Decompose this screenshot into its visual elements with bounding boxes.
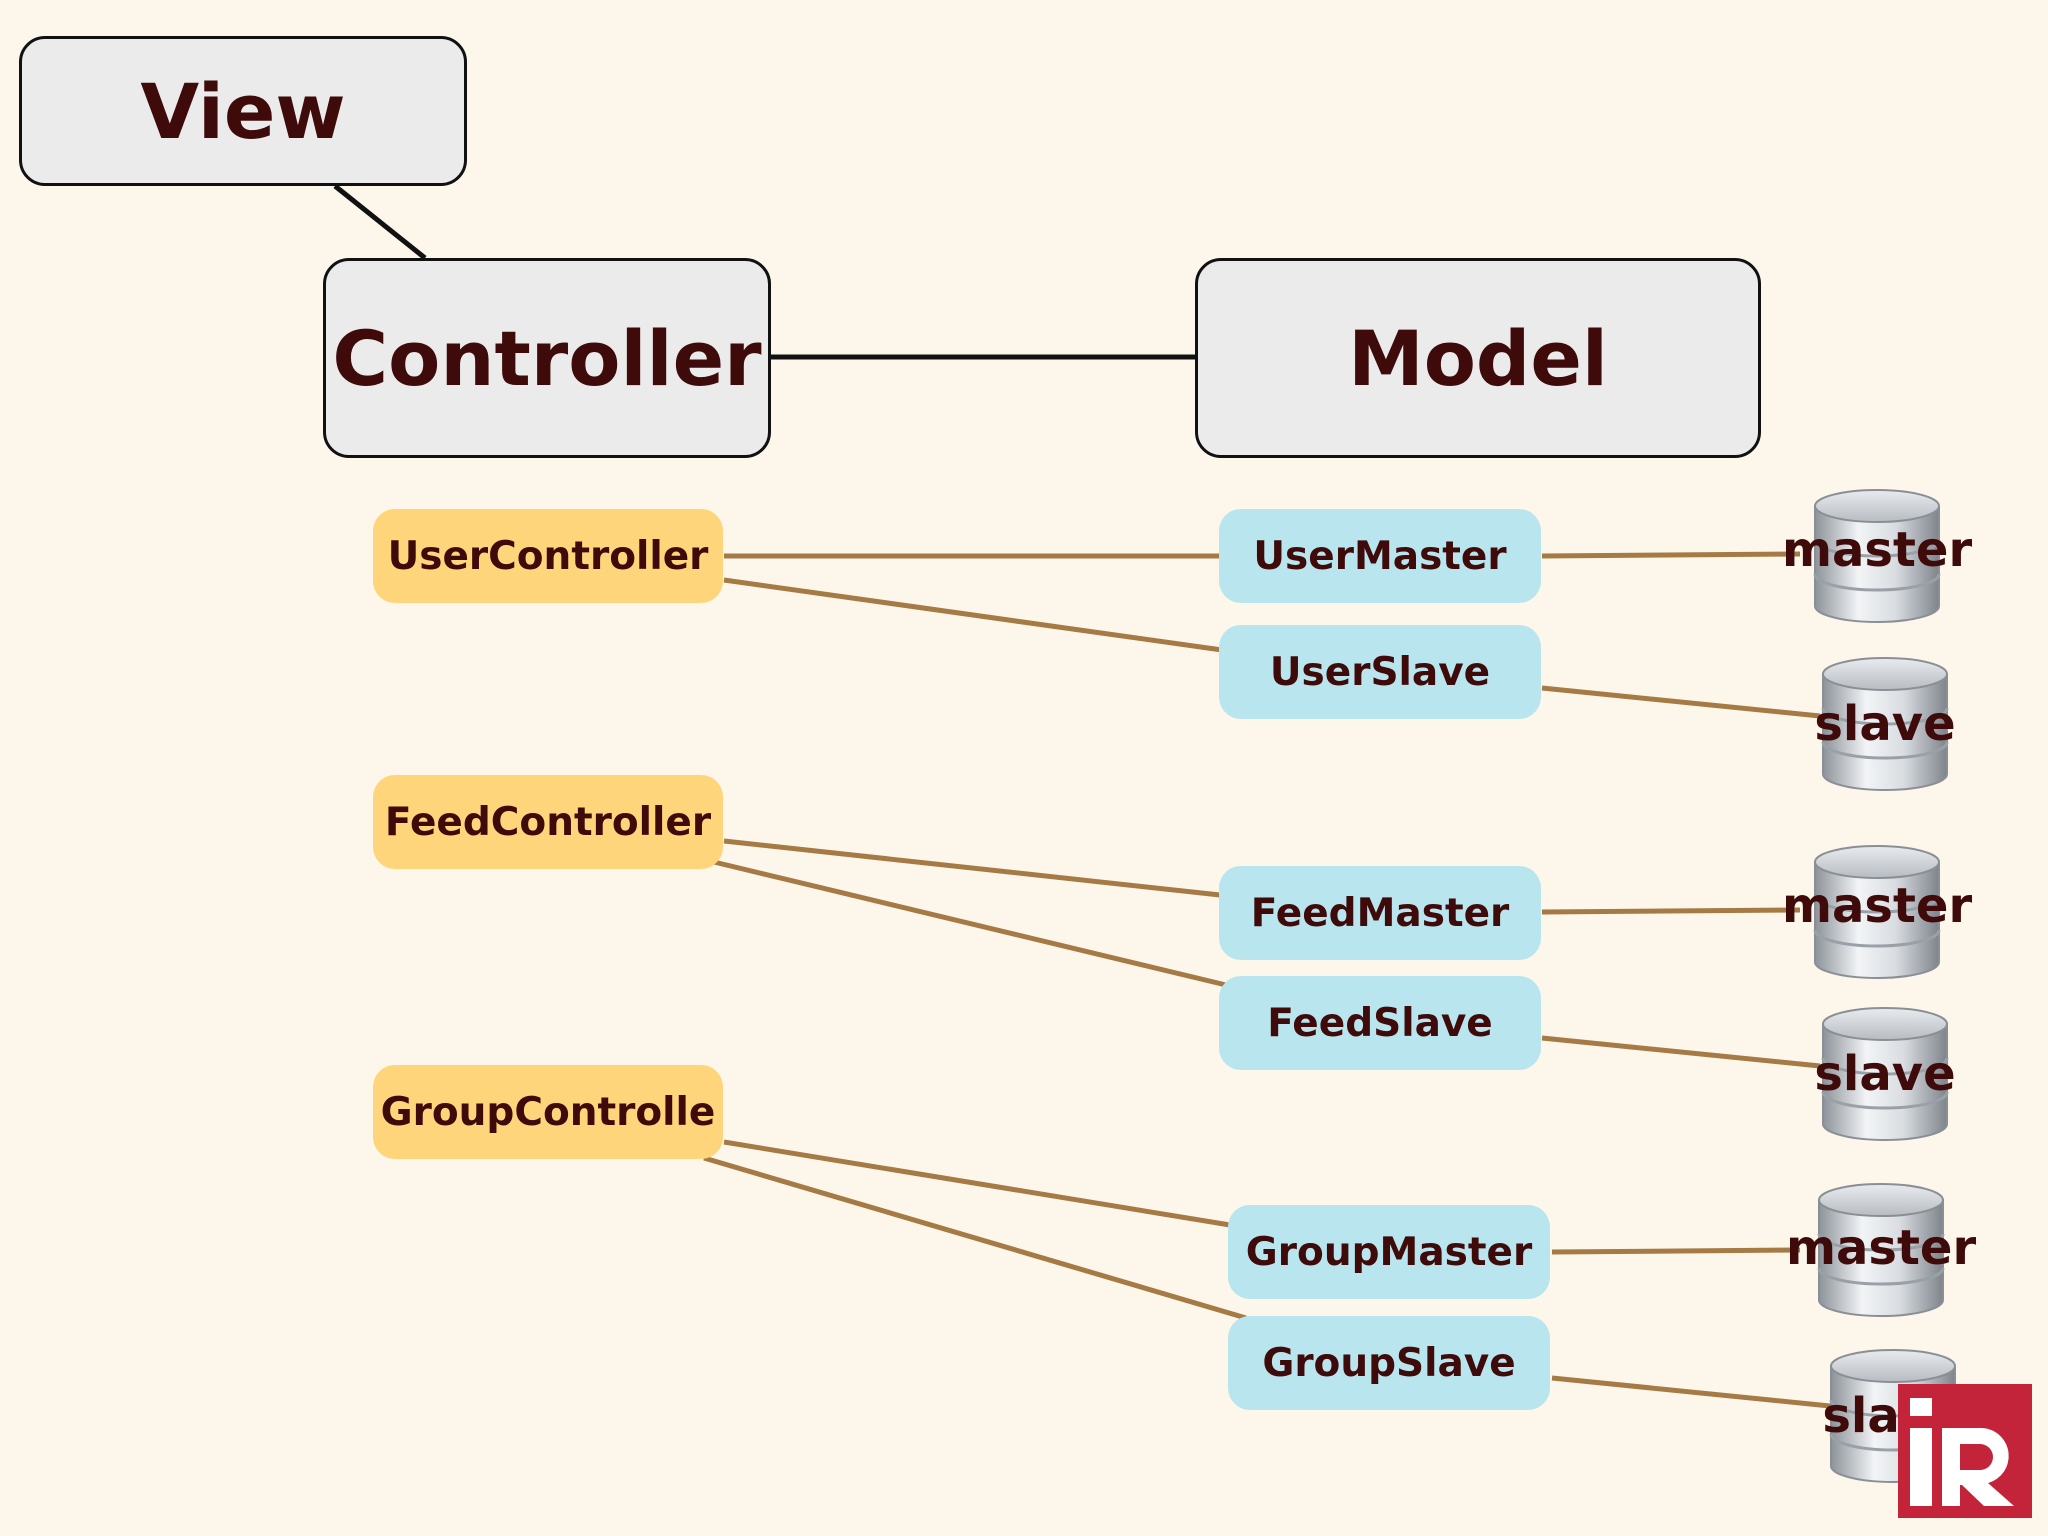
groupcontroller-label: GroupControlle [380,1089,716,1135]
view-label: View [140,66,346,156]
usercontroller-userslave-edge [723,577,1223,653]
usercontroller-label: UserController [387,533,709,579]
database-user-master: master [1782,486,1972,626]
database-label: master [1786,1220,1977,1276]
view-controller-edge [333,184,427,260]
view-box: View [19,36,467,186]
groupcontroller-groupmaster-edge [723,1139,1231,1228]
userslave-label: UserSlave [1269,649,1491,695]
feedcontroller-label: FeedController [384,799,712,845]
groupmaster-node: GroupMaster [1228,1205,1550,1299]
database-label: master [1782,522,1973,578]
database-label: slave [1814,1046,1956,1102]
usermaster-node: UserMaster [1219,509,1541,603]
feedslave-slave-db-edge [1541,1035,1821,1069]
feedcontroller-node: FeedController [373,775,723,869]
feedmaster-master-db-edge [1541,907,1801,915]
model-box: Model [1195,258,1761,458]
usermaster-label: UserMaster [1253,533,1507,579]
brand-logo-icon [1898,1384,2032,1518]
feedmaster-label: FeedMaster [1250,890,1510,936]
database-feed-master: master [1782,842,1972,982]
groupslave-node: GroupSlave [1228,1316,1550,1410]
database-feed-slave: slave [1814,1004,1956,1144]
feedcontroller-feedslave-edge [713,859,1227,988]
userslave-slave-db-edge [1541,685,1821,719]
database-label: slave [1814,696,1956,752]
groupmaster-label: GroupMaster [1245,1229,1533,1275]
groupmaster-master-db-edge [1551,1247,1801,1255]
feedcontroller-feedmaster-edge [723,838,1221,898]
groupcontroller-node: GroupControlle [373,1065,723,1159]
database-user-slave: slave [1814,654,1956,794]
feedslave-node: FeedSlave [1219,976,1541,1070]
controller-box: Controller [323,258,771,458]
model-label: Model [1348,313,1608,403]
usercontroller-node: UserController [373,509,723,603]
database-label: master [1782,878,1973,934]
groupslave-label: GroupSlave [1262,1340,1516,1386]
groupslave-slave-db-edge [1551,1375,1831,1409]
groupcontroller-groupslave-edge [703,1155,1247,1321]
usermaster-master-db-edge [1541,551,1801,559]
database-group-master: master [1786,1180,1976,1320]
feedmaster-node: FeedMaster [1219,866,1541,960]
feedslave-label: FeedSlave [1267,1000,1493,1046]
userslave-node: UserSlave [1219,625,1541,719]
controller-label: Controller [332,313,762,403]
